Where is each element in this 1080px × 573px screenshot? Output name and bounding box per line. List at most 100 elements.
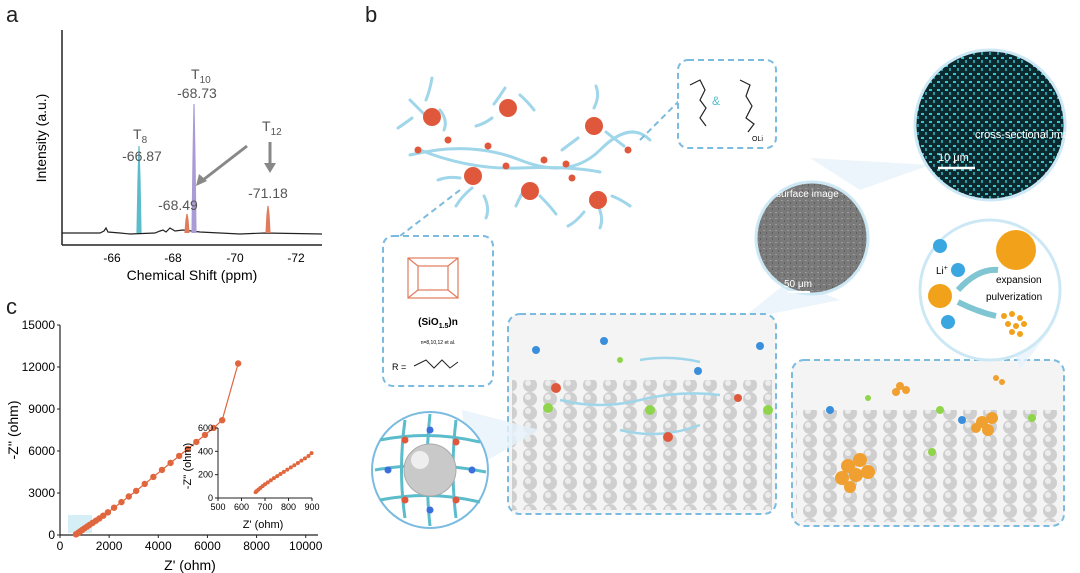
nmr-tick: -66	[103, 251, 121, 265]
cross-section-label: cross-sectional image	[975, 129, 1080, 141]
y-tick-label: 400	[198, 446, 213, 456]
x-tick-label: 600	[234, 502, 249, 512]
nmr-tick-labels: -66 -68 -70 -72	[103, 251, 305, 265]
x-tick-label: 2000	[96, 539, 123, 553]
li-label: Li+	[936, 265, 948, 277]
y-tick-label: 6000	[28, 444, 55, 458]
monomer-oli: OLi	[752, 136, 763, 143]
eis-x-label: Z' (ohm)	[164, 557, 216, 573]
electrode-particles	[512, 380, 772, 510]
panel-b-label: b	[365, 2, 378, 27]
zoom-beam	[810, 158, 930, 190]
y-tick-label: 3000	[28, 486, 55, 500]
surface-label: surface image	[776, 189, 839, 200]
data-point	[275, 474, 280, 479]
x-tick-label: 700	[257, 502, 272, 512]
li-ion-icon	[933, 239, 947, 253]
arrow-expansion	[955, 266, 999, 293]
data-point	[306, 454, 311, 458]
callout-line	[639, 99, 681, 141]
expanded-particle	[996, 230, 1036, 270]
y-tick-label: 12000	[22, 360, 56, 374]
li-ion-icon	[951, 263, 965, 277]
data-point	[118, 498, 125, 506]
monomer-box	[677, 59, 777, 149]
sio-cage-structure	[407, 257, 459, 299]
x-tick-label: 4000	[145, 539, 172, 553]
data-point	[281, 469, 286, 474]
nmr-arrow-head	[196, 174, 207, 186]
inset-y-label: -Z'' (ohm)	[182, 443, 194, 489]
silicon-core	[403, 443, 457, 497]
nmr-peak-6849	[184, 213, 190, 234]
data-point	[285, 467, 290, 472]
cage-node	[464, 167, 482, 185]
x-tick-label: 8000	[243, 539, 270, 553]
sio-note: n=8,10,12 et al.	[421, 340, 456, 346]
inset-x-label: Z' (ohm)	[243, 519, 284, 531]
expansion-label: expansion	[996, 275, 1042, 286]
surface-scale: 50 μm	[784, 279, 812, 290]
data-point	[234, 360, 242, 367]
data-point	[125, 493, 132, 500]
pulverization-label: pulverization	[986, 292, 1042, 303]
r-label: R =	[392, 362, 406, 372]
y-tick-label: 200	[198, 470, 213, 480]
nmr-x-label: Chemical Shift (ppm)	[127, 267, 258, 283]
inset-series	[253, 451, 314, 495]
x-tick-label: 800	[281, 502, 296, 512]
cross-section-scale: 10 μm	[938, 152, 969, 164]
polymer-nodes	[414, 99, 632, 209]
pulverized-clusters	[835, 375, 1005, 493]
polymer-network	[396, 76, 652, 230]
ion-dots	[532, 337, 773, 442]
data-point	[150, 473, 157, 481]
pulverized-fragments	[1001, 311, 1027, 337]
y-tick-label: 9000	[28, 402, 55, 416]
nmr-peak-t12-shift: -71.18	[248, 185, 288, 201]
eis-series	[72, 360, 242, 538]
nmr-peak-t8-shift: -66.87	[122, 148, 162, 164]
data-point	[268, 478, 273, 483]
arrow-pulverization	[956, 299, 997, 319]
surface-image	[754, 180, 870, 296]
x-tick-label: 10000	[289, 539, 323, 553]
monomer-and: &	[712, 94, 720, 108]
y-tick-label: 15000	[22, 318, 56, 332]
data-point	[193, 438, 200, 446]
data-point	[210, 424, 217, 432]
data-point	[132, 487, 140, 495]
r-group-chain	[413, 359, 459, 369]
nmr-peak-t12-name: T12	[262, 118, 282, 138]
data-point	[141, 480, 148, 488]
y-tick-label: 0	[48, 528, 55, 542]
data-point	[302, 456, 307, 461]
nmr-tick: -72	[287, 251, 305, 265]
data-point	[100, 512, 107, 519]
data-point	[218, 417, 226, 424]
data-point	[271, 476, 276, 481]
panel-c-label: c	[6, 294, 17, 319]
nmr-y-label: Intensity (a.u.)	[33, 94, 49, 183]
data-point	[278, 471, 283, 476]
cage-node	[585, 117, 603, 135]
x-tick-label: 500	[210, 502, 225, 512]
x-tick-label: 0	[57, 539, 64, 553]
cage-node	[499, 99, 517, 117]
schematic-panel: & OLi (SiO1.5)n n=8,10,12 et al. R = cro…	[371, 48, 1080, 529]
data-point	[263, 482, 267, 487]
sio-box	[382, 235, 494, 387]
data-point	[292, 463, 297, 468]
data-point	[104, 509, 112, 516]
nmr-peak-t8-name: T8	[133, 126, 148, 146]
data-point	[110, 504, 118, 511]
nmr-arrow-head	[264, 163, 276, 173]
data-point	[158, 466, 166, 474]
data-point	[295, 461, 300, 465]
cross-section-image	[913, 48, 1067, 202]
callout-line	[399, 189, 461, 237]
